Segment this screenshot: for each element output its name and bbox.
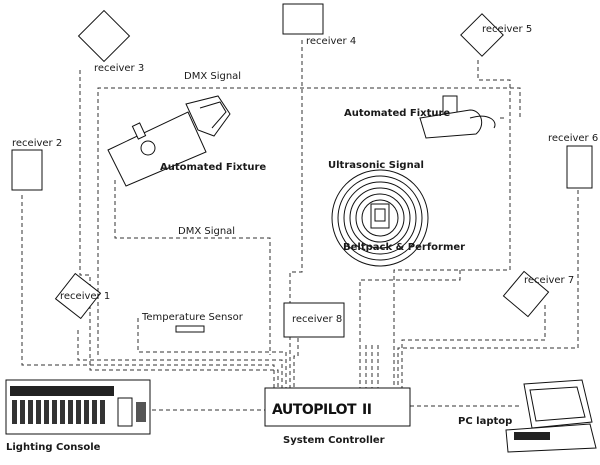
receiver-7-line (401, 305, 546, 388)
ultrasonic-ring-4 (349, 187, 411, 249)
performer-line (359, 270, 461, 388)
ultrasonic-ring-5 (355, 193, 405, 243)
fixture-left-knob (140, 140, 156, 156)
receiver-1-box (54, 272, 102, 320)
receiver-3-label: receiver 3 (94, 63, 144, 74)
ultrasonic-ring-6 (361, 199, 399, 237)
ultrasonic-ring-2 (337, 175, 423, 261)
fixture-right-body (419, 109, 483, 139)
fixture-left-handle (131, 122, 147, 140)
receiver-4-box (282, 3, 324, 35)
receiver-4: receiver 4 (282, 3, 356, 47)
receiver-1: receiver 1 (54, 272, 110, 320)
receiver-1-label: receiver 1 (60, 291, 110, 302)
ultrasonic-ring-3 (343, 181, 417, 255)
laptop-screen (523, 379, 593, 429)
receiver-3: receiver 3 (77, 9, 144, 74)
fixture-left-body (107, 111, 207, 187)
receiver-1-line (77, 330, 283, 388)
receiver-8-line (293, 338, 299, 388)
autopilot-logo-suffix: II (362, 402, 371, 418)
receiver-8-label: receiver 8 (292, 314, 342, 325)
receiver-5: receiver 5 (460, 13, 532, 57)
receiver-2-box (11, 149, 43, 191)
temperature-sensor: Temperature Sensor (141, 312, 244, 333)
receiver-7-box (502, 270, 550, 318)
receiver-5-line (393, 60, 511, 388)
beltpack-icon (370, 203, 390, 229)
receiver-4-label: receiver 4 (306, 36, 356, 47)
pc-laptop: PC laptop (458, 379, 597, 453)
automated-fixture-right-label: Automated Fixture (344, 108, 450, 119)
fixture-right-base (469, 115, 496, 129)
temperature-sensor-box (175, 325, 205, 333)
ultrasonic-signal-label: Ultrasonic Signal (328, 160, 424, 171)
receiver-6: receiver 6 (548, 133, 598, 189)
temperature-sensor-label: Temperature Sensor (141, 312, 244, 323)
receiver-5-box (460, 13, 504, 57)
controller-box (264, 387, 411, 427)
beltpack-performer-label: Beltpack & Performer (343, 242, 465, 253)
console-faders (12, 400, 105, 424)
system-controller: AUTOPILOT II System Controller (264, 387, 411, 446)
dmx-signal-mid-label: DMX Signal (178, 226, 235, 237)
pc-laptop-label: PC laptop (458, 416, 512, 427)
system-controller-label: System Controller (283, 435, 385, 446)
autopilot-logo: AUTOPILOT (272, 402, 357, 418)
lighting-console-label: Lighting Console (6, 442, 101, 453)
console-side (136, 402, 146, 422)
receiver-3-line (79, 70, 279, 388)
ultrasonic-zone: Ultrasonic Signal Beltpack & Performer (328, 160, 465, 267)
receiver-5-label: receiver 5 (482, 24, 532, 35)
dmx-loop-line (97, 87, 521, 355)
receiver-2-label: receiver 2 (12, 138, 62, 149)
dmx-mid-line (114, 180, 271, 355)
automated-fixture-right: Automated Fixture (344, 95, 496, 139)
receiver-2: receiver 2 (11, 138, 62, 191)
receiver-8-box (283, 302, 345, 338)
automated-fixture-left-label: Automated Fixture (160, 162, 266, 173)
laptop-keys (514, 432, 550, 440)
receiver-2-line (21, 195, 275, 388)
console-top-strip (10, 386, 114, 396)
beltpack-inner (374, 208, 386, 222)
receiver-7-label: receiver 7 (524, 275, 574, 286)
laptop-keyboard (505, 423, 597, 453)
ultrasonic-ring-1 (331, 169, 429, 267)
laptop-screen-inner (529, 386, 586, 422)
automated-fixture-left: Automated Fixture (107, 95, 266, 187)
fixture-left-lens (199, 101, 227, 129)
receiver-7: receiver 7 (502, 270, 574, 318)
lighting-console: Lighting Console (5, 379, 151, 453)
receiver-6-line (397, 190, 579, 388)
connection-lines (21, 40, 579, 411)
console-panel (117, 397, 133, 427)
temp-sensor-line (137, 318, 287, 388)
receiver-6-box (566, 145, 593, 189)
fixture-left-yoke (185, 95, 231, 137)
dmx-signal-top-label: DMX Signal (184, 71, 241, 82)
receiver-3-box (77, 9, 131, 63)
receiver-8: receiver 8 (283, 302, 345, 338)
receiver-6-label: receiver 6 (548, 133, 598, 144)
